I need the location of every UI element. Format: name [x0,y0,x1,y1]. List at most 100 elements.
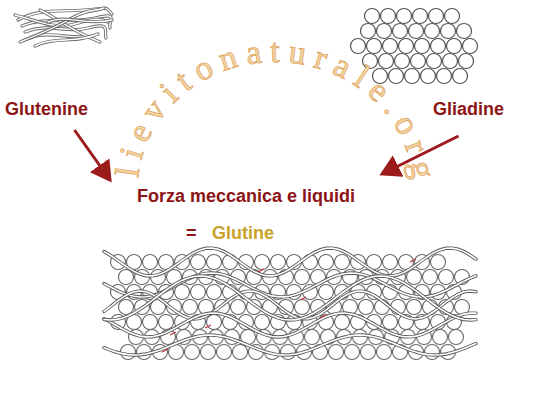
sphere [231,300,246,315]
sphere [405,69,420,84]
sphere [207,285,222,300]
sphere [191,285,206,300]
fiber [104,335,476,355]
sphere [365,9,380,24]
sphere [185,345,200,360]
sphere [383,39,398,54]
sphere [447,39,462,54]
sphere [319,285,334,300]
fiber [104,313,476,337]
bond-mark [300,297,306,300]
term-node: Forza meccanica e liquidi [134,184,358,209]
sphere [295,300,310,315]
fiber-core [104,335,476,355]
fiber-core [104,313,476,337]
sphere [395,54,410,69]
sphere [439,270,454,285]
sphere [445,9,460,24]
sphere [281,345,296,360]
sphere [159,315,174,330]
sphere [407,300,422,315]
sphere [433,330,448,345]
sphere [319,255,334,270]
sphere [443,54,458,69]
sphere [377,24,392,39]
sphere [457,24,472,39]
sphere [183,300,198,315]
sphere [305,330,320,345]
bond-mark [320,315,326,318]
bond-mark [410,259,416,262]
sphere [441,24,456,39]
sphere [217,345,232,360]
sphere [335,255,350,270]
term-label: Forza meccanica e liquidi [137,186,355,207]
sphere [463,39,478,54]
sphere [295,270,310,285]
sphere [383,255,398,270]
fiber-core [104,276,476,320]
sphere [201,345,216,360]
fiber [104,248,476,276]
sphere [367,39,382,54]
sphere [359,300,374,315]
sphere [361,24,376,39]
sphere [207,255,222,270]
term-node: Gliadine [430,97,507,122]
sphere [119,270,134,285]
glutenin-fibers [15,8,112,46]
sphere [425,345,440,360]
sphere [437,69,452,84]
fiber [35,34,98,46]
sphere [143,315,158,330]
sphere [427,54,442,69]
fiber [48,19,112,22]
sphere [429,9,444,24]
equals-sign: = [186,223,197,244]
fiber-core [104,248,476,276]
sphere [121,345,136,360]
sphere [407,270,422,285]
watermark: lievitonaturale.org [108,32,443,181]
fiber-core [35,34,98,46]
bond-mark [205,325,211,328]
sphere [271,255,286,270]
sphere [423,270,438,285]
sphere [393,24,408,39]
sphere [381,9,396,24]
sphere [397,9,412,24]
term-node: Glutenine [2,97,91,122]
term-label: Glutenine [5,99,88,120]
sphere [207,315,222,330]
sphere [119,300,134,315]
sphere [191,255,206,270]
result-label: Glutine [212,223,274,244]
bond-mark [258,269,264,272]
sphere [409,24,424,39]
bond-mark [170,332,176,335]
arrow-connector [75,130,111,180]
sphere [329,345,344,360]
gluten-network [104,248,476,359]
sphere [425,24,440,39]
sphere [233,345,248,360]
sphere [415,39,430,54]
fiber [20,8,104,42]
sphere [449,330,464,345]
bond-mark [162,349,168,352]
sphere [361,345,376,360]
sphere [255,255,270,270]
sphere [143,255,158,270]
fiber-core [48,19,112,22]
sphere [377,345,392,360]
sphere [459,54,474,69]
sphere [421,69,436,84]
sphere [431,39,446,54]
sphere [335,315,350,330]
sphere [411,54,426,69]
fiber-core [20,8,104,42]
sphere [413,9,428,24]
sphere [399,39,414,54]
sphere [453,69,468,84]
sphere [431,255,446,270]
